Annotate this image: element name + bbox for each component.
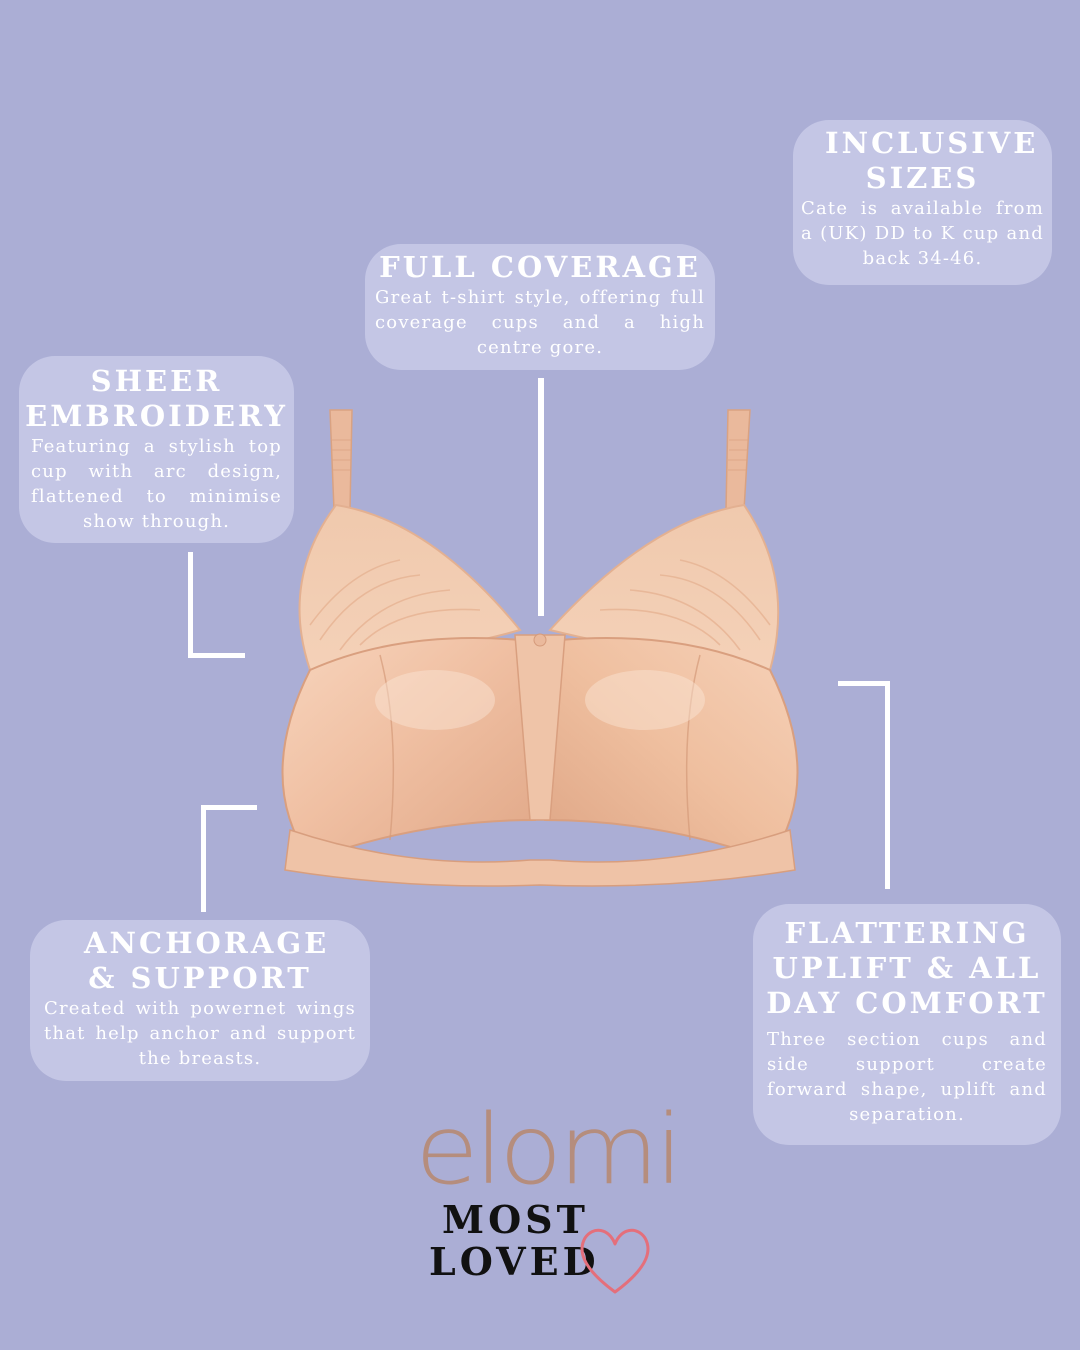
anchorage-connector-horizontal — [201, 805, 257, 810]
heart-outline-icon — [580, 1228, 650, 1294]
uplift-connector-vertical — [885, 681, 890, 889]
anchorage-support-card: ANCHORAGE & SUPPORT Created with powerne… — [30, 920, 370, 1081]
inclusive-sizes-card: INCLUSIVE SIZES Cate is available from a… — [793, 120, 1052, 285]
coverage-connector-line — [538, 378, 544, 616]
uplift-connector-horizontal — [838, 681, 890, 686]
anchorage-connector-vertical — [201, 805, 206, 912]
flattering-uplift-card: FLATTERING UPLIFT & ALL DAY COMFORT Thre… — [753, 904, 1061, 1145]
sheer-connector-horizontal — [188, 653, 245, 658]
sheer-embroidery-text: Featuring a stylish top cup with arc des… — [31, 436, 282, 532]
most-loved-line1: MOST — [442, 1197, 589, 1242]
flattering-uplift-title: FLATTERING UPLIFT & ALL DAY COMFORT — [766, 916, 1048, 1020]
most-loved-line2: LOVED — [429, 1239, 600, 1284]
sheer-embroidery-card: SHEER EMBROIDERY Featuring a stylish top… — [19, 356, 294, 543]
full-coverage-card: FULL COVERAGE Great t-shirt style, offer… — [365, 244, 715, 370]
sheer-connector-vertical — [188, 552, 193, 658]
inclusive-sizes-text: Cate is available from a (UK) DD to K cu… — [801, 198, 1044, 269]
anchorage-support-text: Created with powernet wings that help an… — [44, 998, 356, 1069]
full-coverage-text: Great t-shirt style, offering full cover… — [375, 287, 705, 358]
full-coverage-title: FULL COVERAGE — [379, 250, 701, 284]
elomi-logo: elomi — [415, 1094, 684, 1206]
bra-product-image — [281, 409, 799, 887]
inclusive-sizes-title: INCLUSIVE SIZES — [825, 126, 1039, 195]
flattering-uplift-text: Three section cups and side support crea… — [767, 1029, 1047, 1125]
anchorage-support-title: ANCHORAGE & SUPPORT — [84, 926, 330, 995]
sheer-embroidery-title: SHEER EMBROIDERY — [25, 364, 288, 433]
